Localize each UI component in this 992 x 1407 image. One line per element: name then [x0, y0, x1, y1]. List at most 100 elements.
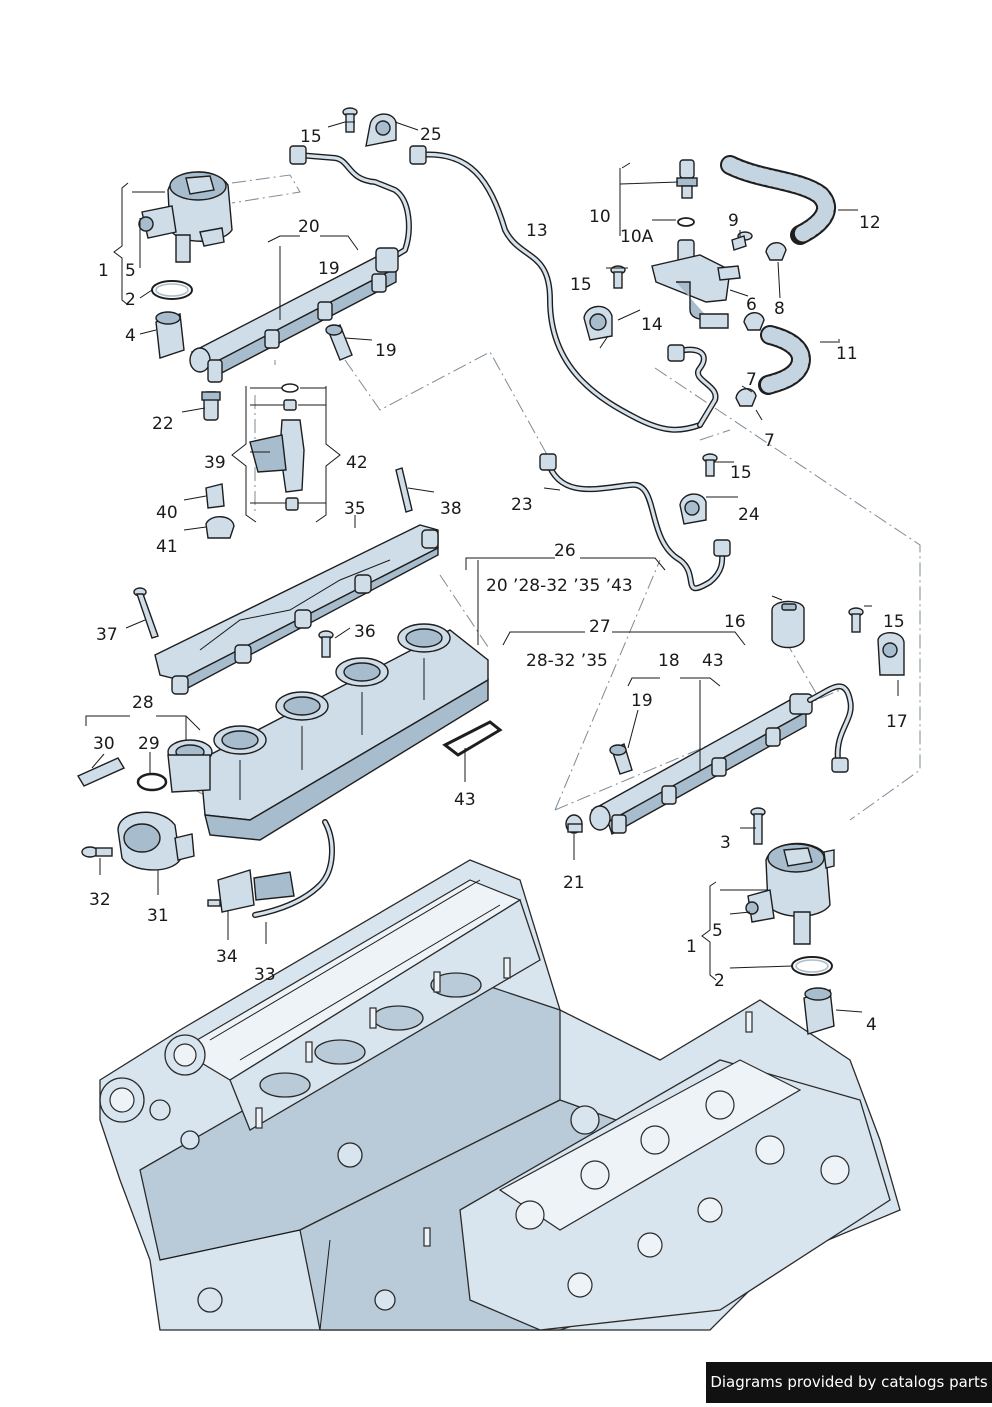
callout-12: 12: [859, 213, 881, 233]
callout-20: 20: [298, 217, 320, 237]
tappet-left: [155, 311, 185, 359]
leader-lines: [85, 121, 899, 1013]
callout-17: 17: [886, 712, 908, 732]
callout-26-sub: 20 ’28-32 ’35 ’43: [486, 576, 633, 596]
callout-5-right: 5: [712, 921, 723, 941]
callout-42: 42: [346, 453, 368, 473]
clamp-24: [679, 493, 707, 525]
o-ring-left: [151, 280, 193, 300]
pipe-connector: [667, 344, 719, 428]
callout-19-upper: 19: [318, 259, 340, 279]
callout-24: 24: [738, 505, 760, 525]
callout-19-mid: 19: [375, 341, 397, 361]
injector: [249, 383, 305, 511]
clamp-8: [765, 242, 787, 261]
callout-43-mid: 43: [454, 790, 476, 810]
callout-13: 13: [526, 221, 548, 241]
fuel-rail-right: [589, 683, 854, 836]
callout-32: 32: [89, 890, 111, 910]
callout-6: 6: [746, 295, 757, 315]
bolt-32: [81, 846, 113, 858]
valve-34: [207, 869, 295, 913]
callout-1-right: 1: [686, 937, 697, 957]
callout-4-left: 4: [125, 326, 136, 346]
bracket-17: [877, 632, 905, 676]
callout-9: 9: [728, 211, 739, 231]
callout-18: 18: [658, 651, 680, 671]
callout-15-top: 15: [300, 127, 322, 147]
bolt-37: [133, 587, 159, 639]
o-ring-right: [791, 956, 833, 976]
callout-15-mid: 15: [570, 275, 592, 295]
tappet-right: [803, 987, 835, 1035]
callout-15-right: 15: [730, 463, 752, 483]
callout-15-r2: 15: [883, 612, 905, 632]
hose-33: [252, 819, 335, 918]
callout-40: 40: [156, 503, 178, 523]
callout-4-right: 4: [866, 1015, 877, 1035]
callout-38: 38: [440, 499, 462, 519]
bolt-15-top: [342, 107, 358, 133]
clamp-25: [365, 113, 397, 147]
bracket-40: [205, 483, 225, 509]
callout-14: 14: [641, 315, 663, 335]
callout-10: 10: [589, 207, 611, 227]
engine-block-illustration: [99, 859, 901, 1331]
hose-12: [720, 155, 836, 245]
plug-21: [565, 814, 583, 834]
callout-27-sub: 28-32 ’35: [526, 651, 608, 671]
pressure-sensor-19-lower: [609, 743, 633, 775]
clip-41: [205, 516, 235, 539]
high-pressure-pump-right: [745, 842, 835, 945]
callout-33: 33: [254, 965, 276, 985]
callout-25: 25: [420, 125, 442, 145]
high-pressure-pump-left: [138, 171, 233, 263]
callout-36: 36: [354, 622, 376, 642]
callout-5-left: 5: [125, 261, 136, 281]
bolt-36: [318, 630, 334, 658]
pressure-sensor-19-upper: [325, 324, 353, 361]
callout-19-lower: 19: [631, 691, 653, 711]
gasket-43: [442, 720, 503, 757]
callout-1-left: 1: [98, 261, 109, 281]
housing-6: [651, 239, 741, 329]
callout-27: 27: [589, 617, 611, 637]
callout-2-right: 2: [714, 971, 725, 991]
intake-spacer-35: [154, 524, 439, 695]
hose-11: [758, 325, 811, 395]
fuel-pipe-15-25: [289, 145, 412, 265]
callouts: 1 5 2 4 15 25 20 19 19 22 39 42 40 41 38…: [89, 125, 908, 1035]
seal-29: [136, 772, 168, 792]
callout-35: 35: [344, 499, 366, 519]
callout-2-left: 2: [125, 290, 136, 310]
clamp-14: [583, 305, 613, 341]
sender-10: [676, 159, 698, 199]
fuel-pipe-13: [409, 145, 703, 433]
callout-29: 29: [138, 734, 160, 754]
callout-41: 41: [156, 537, 178, 557]
fuel-pipe-23: [539, 453, 731, 592]
callout-7-top: 7: [746, 370, 757, 390]
bolt-3: [750, 807, 766, 845]
callout-23: 23: [511, 495, 533, 515]
callout-28: 28: [132, 693, 154, 713]
callout-22: 22: [152, 414, 174, 434]
stud-38: [395, 467, 413, 513]
callout-10a: 10A: [620, 227, 654, 247]
throttle-body-31: [117, 811, 195, 871]
callout-11: 11: [836, 344, 858, 364]
damper-16: [771, 600, 805, 649]
attribution-footer: Diagrams provided by catalogs parts: [706, 1362, 992, 1403]
callout-8: 8: [774, 299, 785, 319]
clamp-7: [735, 312, 765, 407]
callout-30: 30: [93, 734, 115, 754]
callout-34: 34: [216, 947, 238, 967]
tube-30: [76, 757, 126, 787]
callout-39: 39: [204, 453, 226, 473]
callout-7-bottom: 7: [764, 431, 775, 451]
fuel-rail-left: [189, 247, 399, 383]
callout-43-right: 43: [702, 651, 724, 671]
callout-31: 31: [147, 906, 169, 926]
